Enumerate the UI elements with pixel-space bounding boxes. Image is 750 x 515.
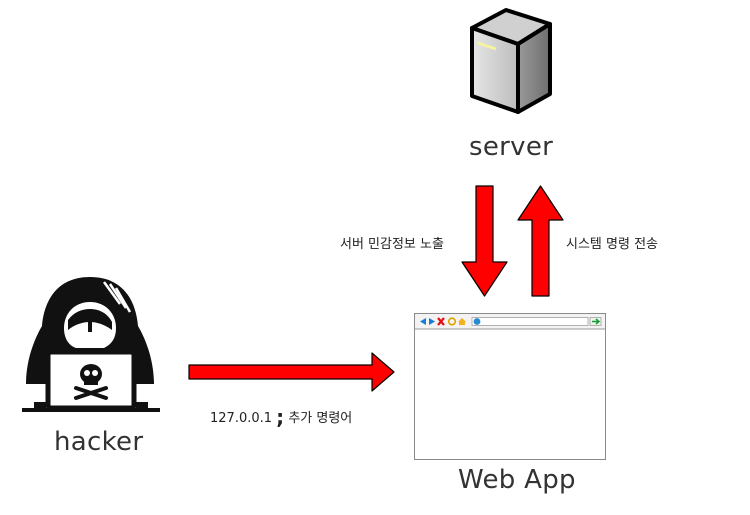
payload-ip: 127.0.0.1	[210, 411, 273, 426]
arrow-webapp-to-server	[517, 185, 564, 297]
forward-icon	[429, 318, 435, 325]
home-icon	[458, 318, 466, 325]
go-icon	[592, 318, 601, 325]
arrow-hacker-to-webapp	[188, 352, 395, 392]
globe-icon	[473, 318, 481, 325]
browser-window-icon	[414, 313, 606, 460]
edge-label-server-to-webapp: 서버 민감정보 노출	[340, 237, 444, 252]
webapp-label: Web App	[458, 465, 576, 495]
server-icon	[470, 8, 552, 114]
back-icon	[420, 318, 426, 325]
payload-command: 추가 명령어	[288, 411, 353, 426]
vertical-arrows	[461, 185, 564, 297]
edge-label-hacker-to-webapp: 127.0.0.1 ; 추가 명령어	[210, 403, 353, 429]
payload-separator: ;	[276, 405, 285, 429]
server-label: server	[469, 132, 554, 162]
arrow-server-to-webapp	[461, 185, 508, 297]
refresh-icon	[447, 317, 457, 326]
edge-label-webapp-to-server: 시스템 명령 전송	[566, 237, 658, 252]
stop-icon	[437, 317, 445, 326]
hacker-icon	[22, 277, 160, 412]
hacker-label: hacker	[54, 427, 144, 457]
